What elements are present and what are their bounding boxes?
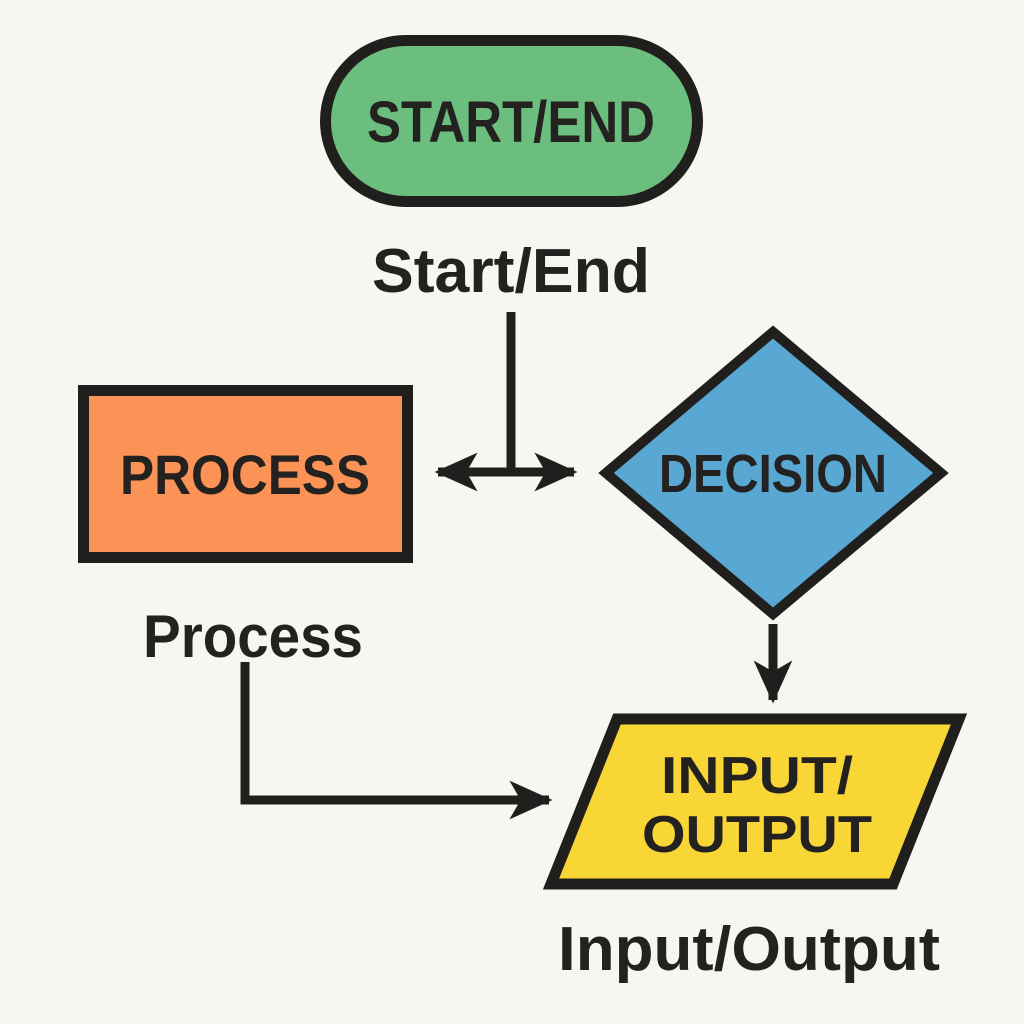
node-start-end: START/END — [320, 35, 703, 207]
start-end-stadium-shape — [320, 35, 703, 207]
caption-process: Process — [143, 603, 363, 670]
input-output-label-line1: INPUT/ — [661, 747, 853, 805]
caption-input-output: Input/Output — [558, 915, 940, 984]
node-process: PROCESS — [78, 385, 413, 563]
input-output-label-line2: OUTPUT — [642, 806, 872, 864]
process-rectangle-shape — [78, 385, 413, 563]
input-output-parallelogram-shape — [542, 713, 968, 890]
process-label: PROCESS — [120, 443, 370, 506]
caption-start-end: Start/End — [372, 237, 650, 306]
connector-process-to-inputoutput — [240, 662, 553, 820]
decision-label: DECISION — [659, 444, 887, 504]
node-decision: DECISION — [598, 325, 949, 621]
node-input-output: INPUT/ OUTPUT — [542, 713, 968, 890]
start-end-label: START/END — [367, 90, 655, 155]
decision-diamond-shape — [598, 325, 949, 621]
